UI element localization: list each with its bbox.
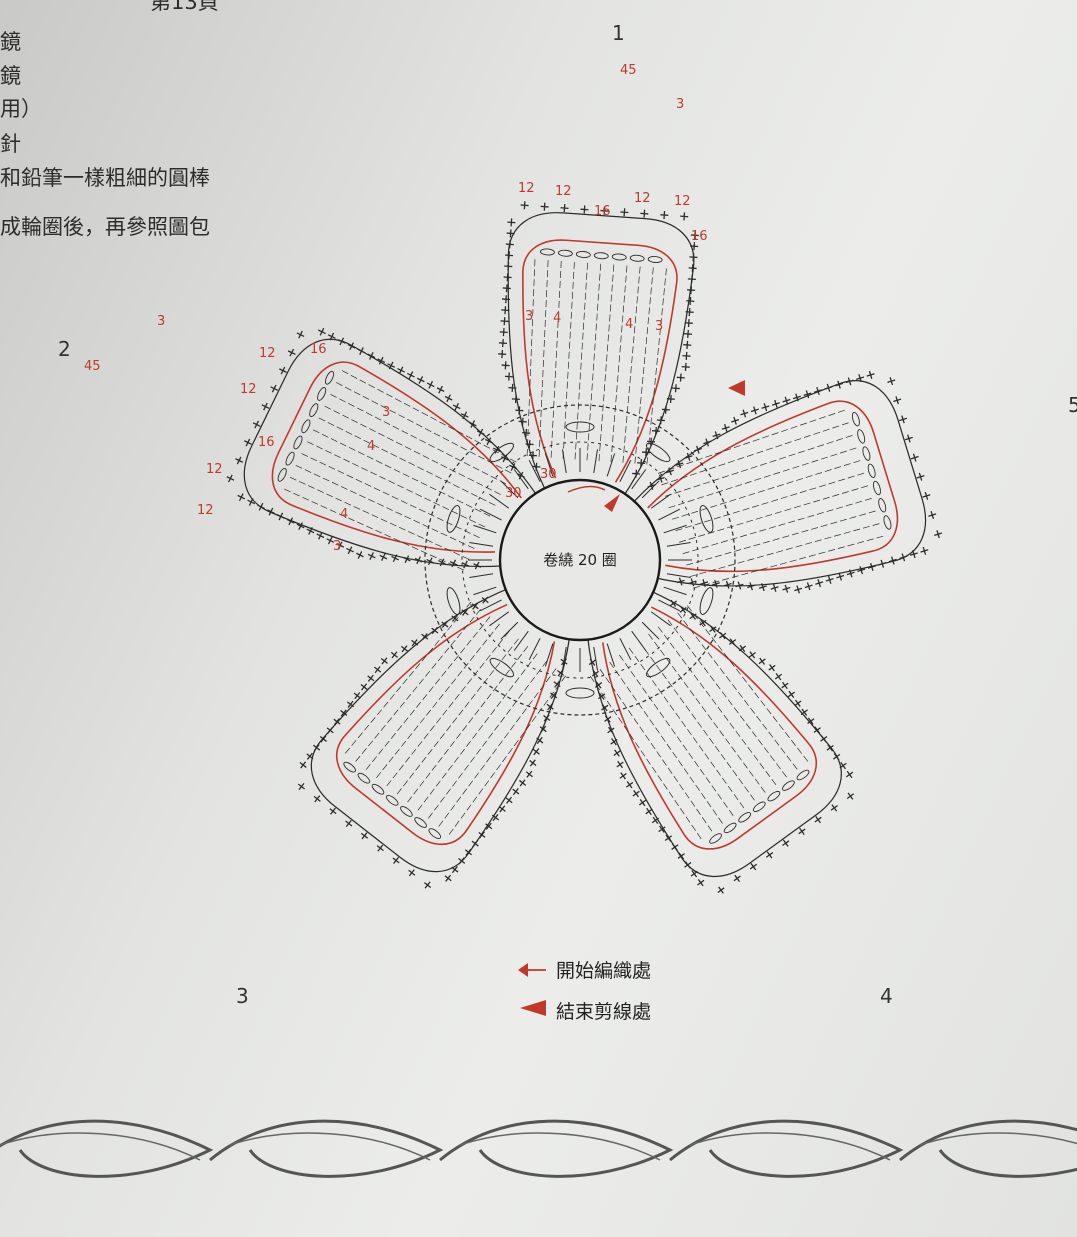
svg-text:3: 3: [157, 314, 165, 329]
svg-text:4: 4: [553, 311, 561, 326]
petal-2-row-labels: 45 3 12 16 12 16 12 12 3 4 4 3: [84, 314, 390, 554]
petal-2: [224, 324, 562, 615]
header-line-4: 針: [0, 132, 21, 156]
header-top-fragment: 第13頁: [150, 0, 219, 14]
svg-text:3: 3: [525, 309, 533, 324]
legend-start-label: 開始編織處: [556, 960, 651, 982]
ring-label-2: 30: [505, 486, 522, 501]
svg-text:12: 12: [259, 346, 276, 361]
petal-number-1: 1: [612, 21, 625, 45]
svg-text:4: 4: [367, 439, 375, 454]
petal-number-5: 5: [1068, 393, 1077, 417]
petal-3: [293, 554, 613, 892]
svg-text:12: 12: [240, 382, 257, 397]
decorative-flourish-border: [0, 1119, 1077, 1178]
ring-label-1: 30: [540, 467, 557, 482]
direction-arrow-icon: [567, 485, 606, 493]
header-line-3: 用）: [0, 97, 42, 121]
petal-number-3: 3: [236, 984, 249, 1008]
svg-text:4: 4: [340, 507, 348, 522]
legend: 開始編織處 結束剪線處: [518, 960, 651, 1023]
svg-text:12: 12: [555, 184, 572, 199]
petal-number-2: 2: [58, 337, 71, 361]
svg-text:16: 16: [258, 435, 275, 450]
svg-text:45: 45: [620, 63, 637, 78]
petal-5: [616, 369, 944, 630]
svg-text:3: 3: [333, 539, 341, 554]
svg-text:4: 4: [625, 317, 633, 332]
flower-petals: [224, 200, 944, 897]
center-label: 卷繞 20 圈: [543, 551, 617, 569]
end-cut-marker-icon: [728, 380, 745, 396]
svg-text:3: 3: [382, 405, 390, 420]
petal-1: [491, 200, 700, 501]
svg-text:12: 12: [197, 503, 214, 518]
svg-text:45: 45: [84, 359, 101, 374]
svg-text:16: 16: [310, 342, 327, 357]
legend-start-arrow-icon: [518, 963, 528, 977]
svg-text:12: 12: [634, 191, 651, 206]
start-arrow-icon: [604, 494, 620, 512]
svg-text:3: 3: [676, 97, 684, 112]
legend-start: 開始編織處: [518, 960, 651, 982]
legend-end-label: 結束剪線處: [556, 1001, 651, 1023]
svg-text:12: 12: [518, 181, 535, 196]
header-line-5: 和鉛筆一樣粗細的圓棒: [0, 166, 210, 190]
header-line-2: 鏡: [0, 64, 21, 88]
svg-text:16: 16: [691, 229, 708, 244]
center-circle: [498, 478, 662, 642]
petal-1-row-labels: 45 3 12 12 16 12 12 16 3 4 4 3: [518, 63, 708, 334]
petal-number-4: 4: [880, 984, 893, 1008]
center-ring: 卷繞 20 圈 30 30: [424, 404, 736, 716]
header-line-6: 成輪圈後，再參照圖包: [0, 215, 210, 239]
legend-end-triangle-icon: [520, 1000, 546, 1016]
petal-4: [543, 558, 859, 897]
legend-end: 結束剪線處: [520, 1000, 651, 1023]
svg-text:3: 3: [655, 319, 663, 334]
svg-text:16: 16: [594, 204, 611, 219]
svg-text:12: 12: [206, 462, 223, 477]
header-line-1: 鏡: [0, 30, 21, 54]
svg-text:12: 12: [674, 194, 691, 209]
